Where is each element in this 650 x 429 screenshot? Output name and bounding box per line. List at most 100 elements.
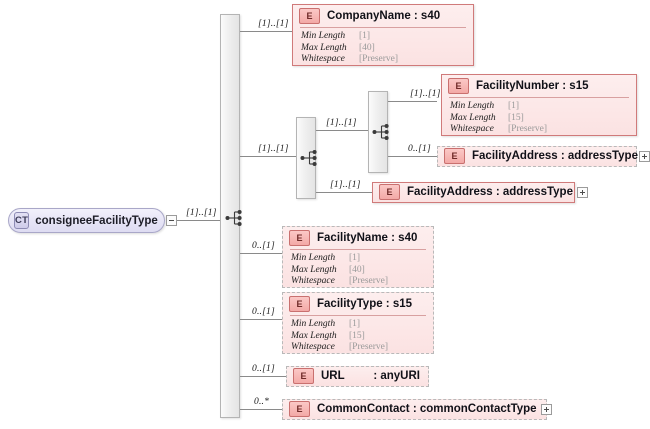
facet-key: Min Length (291, 253, 336, 263)
cardinality-facility-name: 0..[1] (252, 241, 275, 251)
sequence-icon (372, 124, 389, 140)
element-name: FacilityAddress : addressType (407, 186, 573, 198)
facet-key: Max Length (291, 330, 337, 341)
element-badge-icon: E (379, 184, 400, 200)
facet-row: Min Length [1] (291, 319, 426, 331)
facet-list: Min Length [1] Max Length [40] Whitespac… (290, 249, 426, 292)
element-box-facility-number[interactable]: E FacilityNumber : s15 Min Length [1] Ma… (441, 74, 637, 136)
cardinality-facility-sequence: [1]..[1] (258, 144, 289, 154)
connector-facility-to-facility-address-required (316, 192, 372, 193)
connector-sequence-to-company-name (240, 31, 292, 32)
facet-value: [15] (508, 112, 524, 123)
collapse-toggle-root[interactable] (166, 215, 177, 226)
element-type: : anyURI (373, 370, 420, 382)
element-badge-icon: E (299, 8, 320, 24)
cardinality-inner-sequence: [1]..[1] (326, 118, 357, 128)
facet-row: Whitespace [Preserve] (291, 276, 426, 288)
facet-key: Min Length (291, 319, 336, 329)
cardinality-facility-type: 0..[1] (252, 307, 275, 317)
element-box-url[interactable]: E URL : anyURI (286, 366, 429, 387)
element-badge-icon: E (289, 296, 310, 312)
cardinality-company-name: [1]..[1] (258, 19, 289, 29)
cardinality-url: 0..[1] (252, 364, 275, 374)
facet-value: [15] (349, 330, 365, 341)
facet-value: [40] (349, 264, 365, 275)
connector-sequence-to-common-contact (240, 409, 282, 410)
element-name: CompanyName : s40 (327, 10, 441, 22)
facet-row: Max Length [15] (450, 113, 629, 125)
facet-key: Whitespace (450, 124, 494, 134)
element-badge-icon: E (289, 401, 310, 417)
element-header: E FacilityType : s15 (283, 293, 433, 315)
facet-value: [40] (359, 42, 375, 53)
facet-row: Max Length [15] (291, 331, 426, 343)
facet-row: Min Length [1] (291, 253, 426, 265)
cardinality-common-contact: 0..* (254, 397, 270, 407)
element-box-facility-address-optional[interactable]: E FacilityAddress : addressType (437, 146, 638, 167)
facet-row: Whitespace [Preserve] (450, 124, 629, 136)
facet-row: Max Length [40] (301, 43, 466, 55)
facet-key: Max Length (291, 264, 337, 275)
facet-key: Min Length (301, 31, 346, 41)
facet-value: [Preserve] (508, 124, 548, 134)
element-header: E FacilityAddress : addressType (373, 183, 574, 202)
sequence-icon (300, 150, 317, 166)
element-box-facility-type[interactable]: E FacilityType : s15 Min Length [1] Max … (282, 292, 434, 354)
element-name: FacilityName : s40 (317, 232, 418, 244)
element-box-company-name[interactable]: E CompanyName : s40 Min Length [1] Max L… (292, 4, 474, 66)
facet-value: [Preserve] (349, 342, 389, 352)
element-header: E CommonContact : commonContactType (283, 400, 546, 419)
complextype-label: consigneeFacilityType (35, 214, 158, 227)
sequence-icon (225, 210, 242, 226)
facet-key: Max Length (450, 112, 496, 123)
facet-key: Whitespace (301, 54, 345, 64)
element-name: CommonContact : commonContactType (317, 403, 537, 415)
element-badge-icon: E (289, 230, 310, 246)
complextype-node-consigneeFacilityType[interactable]: CT consigneeFacilityType (8, 208, 165, 233)
element-header: E FacilityName : s40 (283, 227, 433, 249)
facet-key: Max Length (301, 42, 347, 53)
facet-value: [1] (349, 253, 361, 263)
element-header: E FacilityAddress : addressType (438, 147, 638, 166)
facet-row: Min Length [1] (450, 101, 629, 113)
element-box-facility-name[interactable]: E FacilityName : s40 Min Length [1] Max … (282, 226, 434, 288)
facet-list: Min Length [1] Max Length [15] Whitespac… (449, 97, 629, 140)
connector-facility-to-inner-sequence (316, 130, 368, 131)
cardinality-facility-number: [1]..[1] (410, 89, 441, 99)
element-name: FacilityType : s15 (317, 298, 413, 310)
facet-value: [1] (508, 101, 520, 111)
element-header: E FacilityNumber : s15 (442, 75, 636, 97)
complextype-badge-icon: CT (14, 212, 30, 229)
facet-value: [1] (349, 319, 361, 329)
cardinality-facility-address-required: [1]..[1] (330, 180, 361, 190)
element-badge-icon: E (448, 78, 469, 94)
connector-inner-to-facility-number (388, 101, 437, 102)
element-name: FacilityAddress : addressType (472, 150, 638, 162)
facet-list: Min Length [1] Max Length [15] Whitespac… (290, 315, 426, 358)
element-badge-icon: E (293, 368, 314, 384)
connector-sequence-to-url (240, 376, 286, 377)
element-name: URL (321, 370, 345, 382)
expand-toggle-facility-address-required[interactable] (577, 187, 588, 198)
cardinality-root: [1]..[1] (186, 208, 217, 218)
facet-value: [Preserve] (359, 54, 399, 64)
element-header: E URL : anyURI (287, 367, 428, 386)
element-header: E CompanyName : s40 (293, 5, 473, 27)
connector-inner-to-facility-address-optional (388, 156, 437, 157)
facet-key: Whitespace (291, 276, 335, 286)
element-box-common-contact[interactable]: E CommonContact : commonContactType (282, 399, 547, 420)
facet-row: Min Length [1] (301, 31, 466, 43)
facet-row: Whitespace [Preserve] (291, 342, 426, 354)
element-box-facility-address-required[interactable]: E FacilityAddress : addressType (372, 182, 575, 203)
connector-sequence-to-facility-type (240, 319, 282, 320)
connector-sequence-to-facility-sequence (240, 156, 296, 157)
facet-key: Whitespace (291, 342, 335, 352)
element-badge-icon: E (444, 148, 465, 164)
connector-root-to-sequence (177, 220, 221, 221)
facet-value: [1] (359, 31, 371, 41)
expand-toggle-facility-address-optional[interactable] (639, 151, 650, 162)
facet-list: Min Length [1] Max Length [40] Whitespac… (300, 27, 466, 70)
expand-toggle-common-contact[interactable] (541, 404, 552, 415)
sequence-compositor-root[interactable] (220, 14, 240, 418)
facet-row: Whitespace [Preserve] (301, 54, 466, 66)
